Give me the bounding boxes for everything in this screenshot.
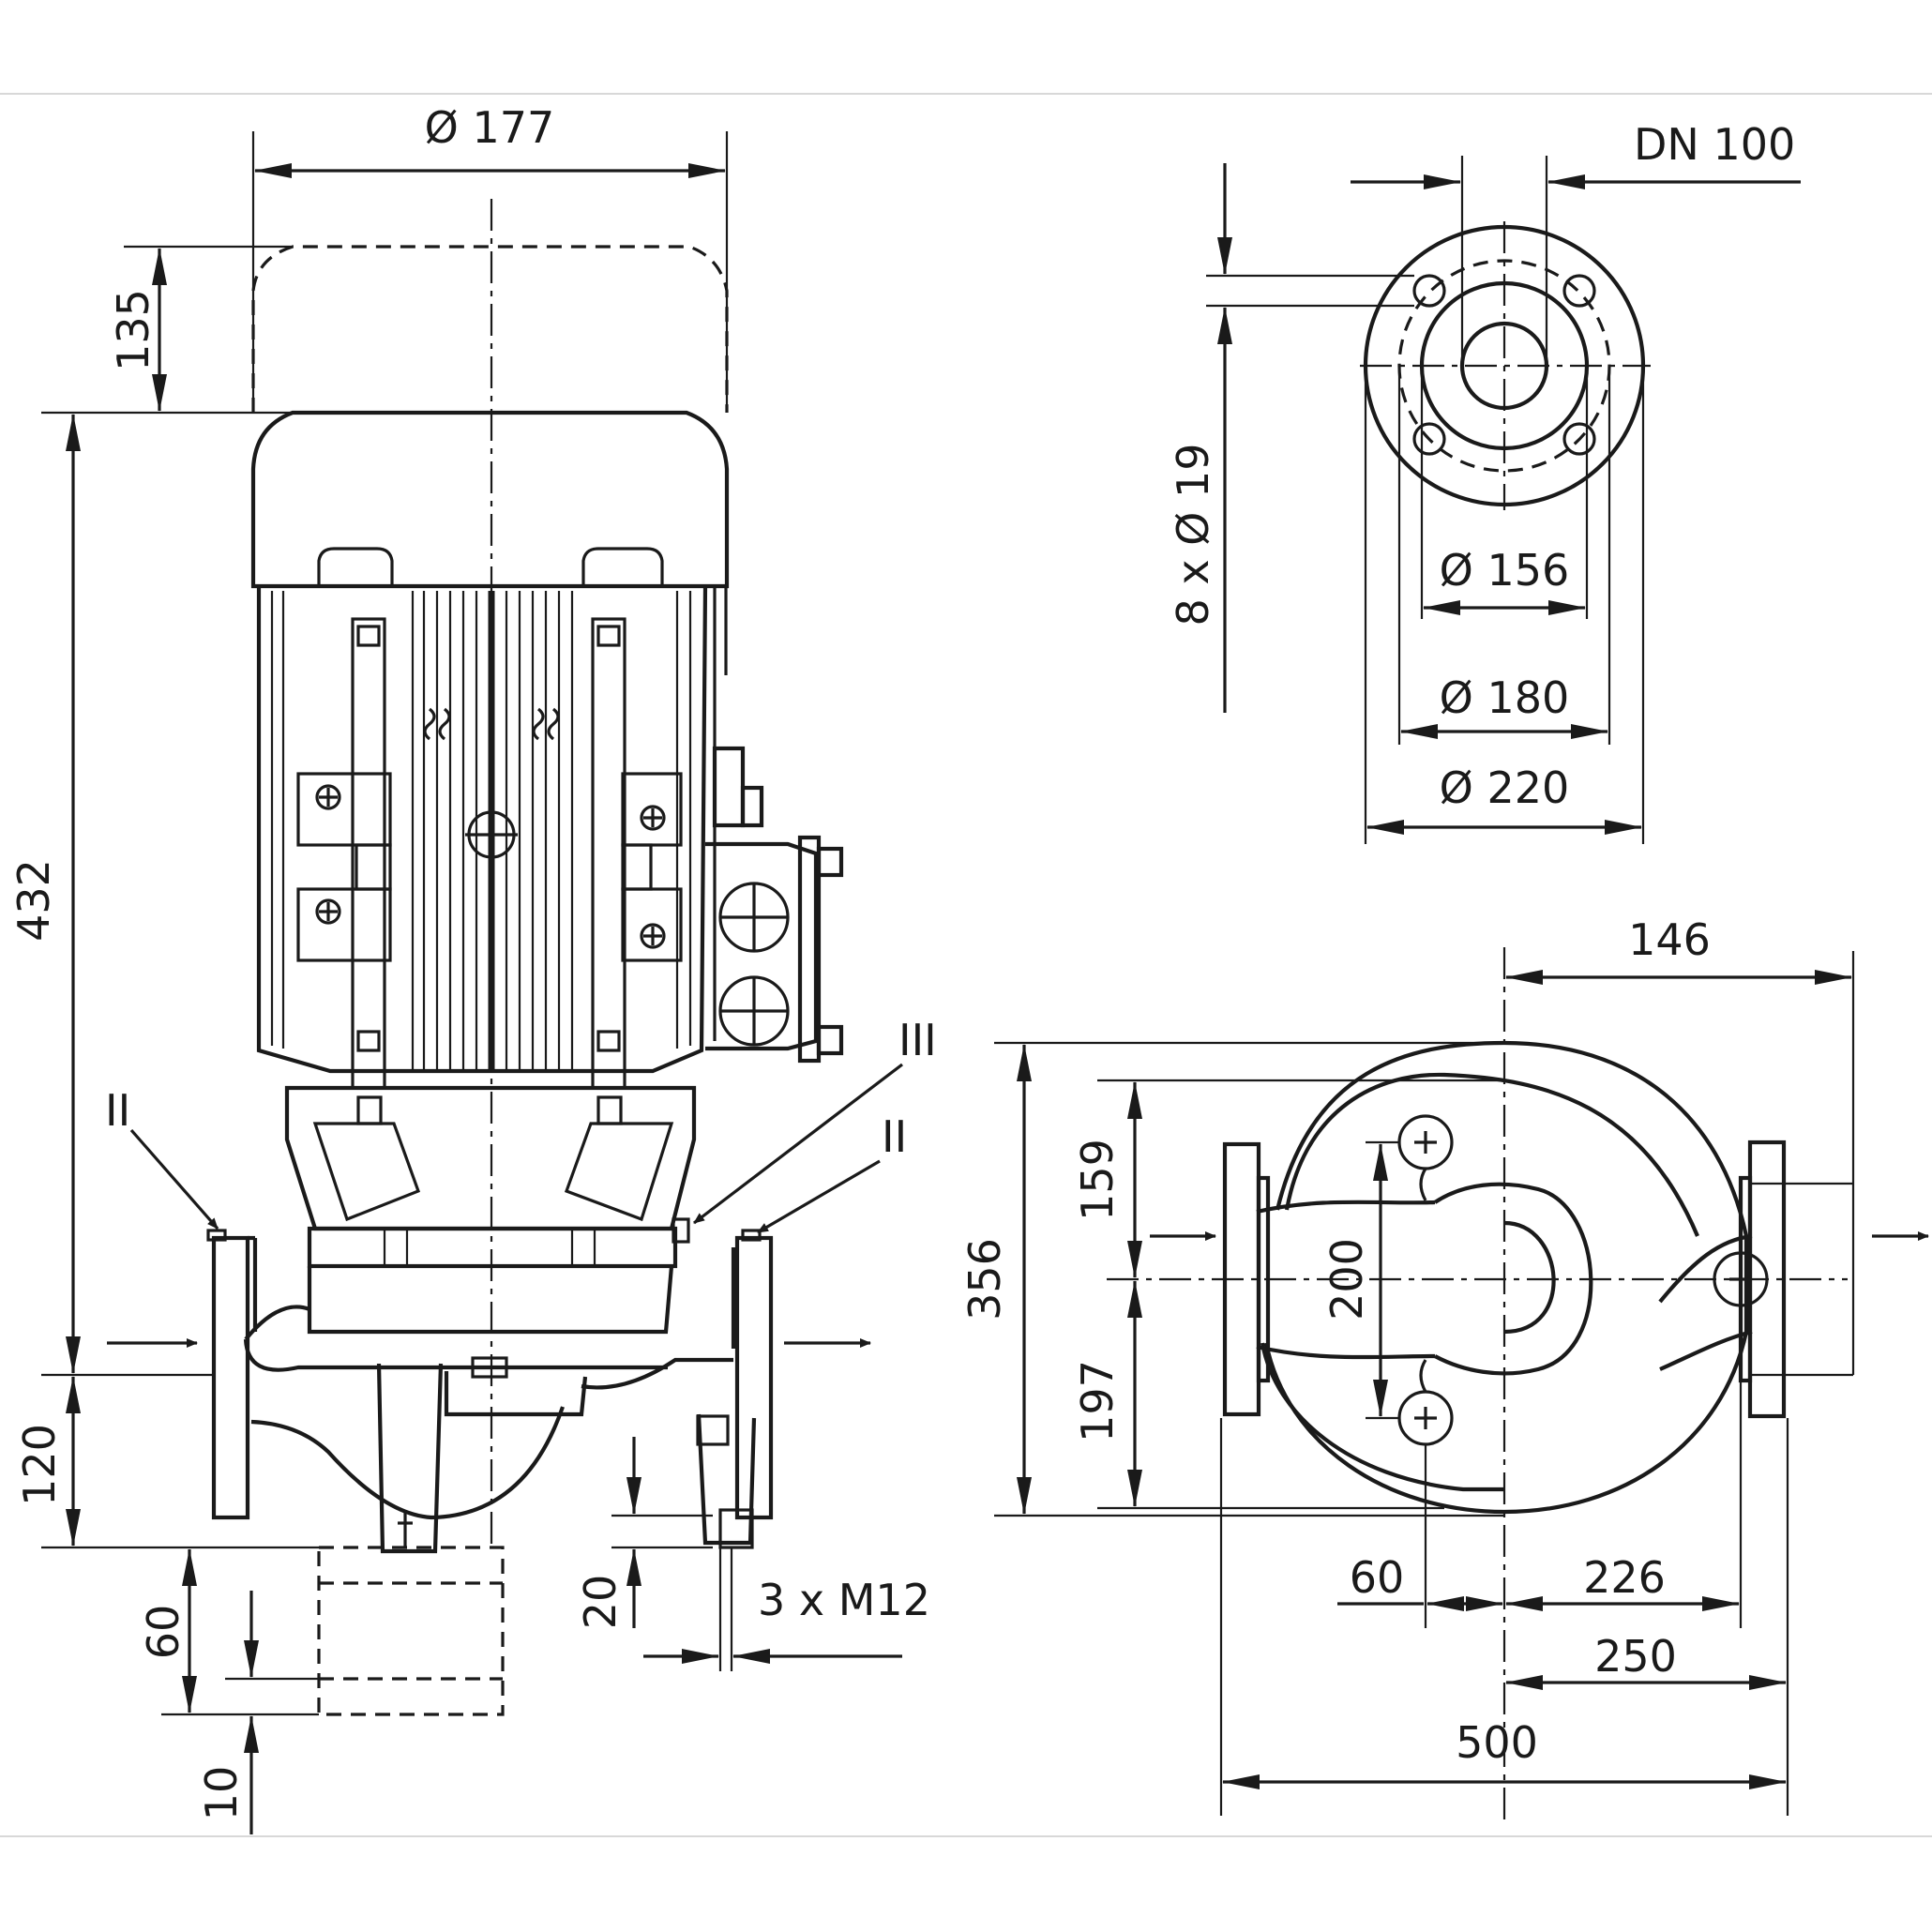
lifting-lug-right: [581, 547, 664, 586]
volute-outer: [1263, 1040, 1749, 1515]
flange-view: DN 100 8 x Ø 19 Ø 156 Ø 180 Ø 220: [1168, 119, 1801, 844]
flange-length-label: 500: [1456, 1717, 1538, 1768]
pump-housing: [307, 1265, 674, 1335]
overall-height-label: 432: [8, 859, 59, 942]
lower-section-label: 197: [1072, 1360, 1123, 1442]
callout-ii-right: II: [882, 1111, 907, 1162]
bolt-holes: [1412, 274, 1596, 456]
pedestal-offset-label: 10: [196, 1766, 247, 1821]
motor-body: [256, 585, 708, 1074]
bolt-circle-label: Ø 180: [1440, 672, 1570, 723]
pump-foot-right: [696, 1413, 757, 1546]
lifting-lug-left: [317, 547, 394, 586]
cable-gland-top: [718, 882, 790, 953]
side-view: II III II Ø 177 135 432 120 60 10: [8, 102, 937, 1834]
terminal-box: [705, 746, 844, 1064]
pedestal-height-label: 60: [138, 1605, 189, 1660]
half-length-label: 250: [1594, 1631, 1677, 1682]
volute-eye: [1433, 1182, 1593, 1376]
pump-foot-center: [376, 1363, 444, 1554]
foot-thickness-label: 20: [575, 1575, 626, 1630]
foot-spacing-label: 200: [1321, 1238, 1372, 1321]
outlet-offset-label: 226: [1583, 1552, 1666, 1603]
motor-offset-label: 146: [1628, 914, 1711, 965]
plan-foot-upper: [1397, 1114, 1454, 1201]
fan-clearance-label: 135: [108, 289, 158, 371]
tie-rod-right: [591, 617, 626, 1090]
coupling-plate: [307, 1226, 678, 1269]
motor-diameter-label: Ø 177: [425, 102, 555, 153]
cooling-fins: [270, 591, 692, 1069]
plan-foot-lower: [1397, 1359, 1454, 1446]
nominal-size-label: DN 100: [1634, 119, 1795, 170]
motor-brackets-right: [621, 772, 683, 962]
pedestal-outline: [317, 1546, 505, 1716]
pipe-center-label: 120: [14, 1424, 65, 1506]
outer-diameter-label: Ø 220: [1440, 762, 1570, 813]
volute-inner: [1284, 1072, 1699, 1237]
bolt-holes-label: 8 x Ø 19: [1168, 443, 1218, 626]
casing-width-label: 356: [959, 1238, 1010, 1321]
callout-ii-left: II: [105, 1085, 130, 1136]
fan-clearance-outline: [251, 245, 729, 413]
fan-cover: [250, 410, 730, 589]
outlet-flange: [734, 1235, 774, 1520]
thread-spec-label: 3 x M12: [758, 1575, 930, 1625]
inlet-flange: [211, 1235, 250, 1520]
upper-section-label: 159: [1072, 1139, 1123, 1221]
cable-gland-bottom: [718, 975, 790, 1047]
callout-iii: III: [898, 1015, 937, 1065]
motor-brackets-left: [296, 772, 392, 962]
inner-diameter-label: Ø 156: [1440, 545, 1570, 596]
foot-offset-label: 60: [1350, 1552, 1405, 1603]
plan-view: 146 356 159 197 200 60 226 250 500: [959, 914, 1929, 1819]
